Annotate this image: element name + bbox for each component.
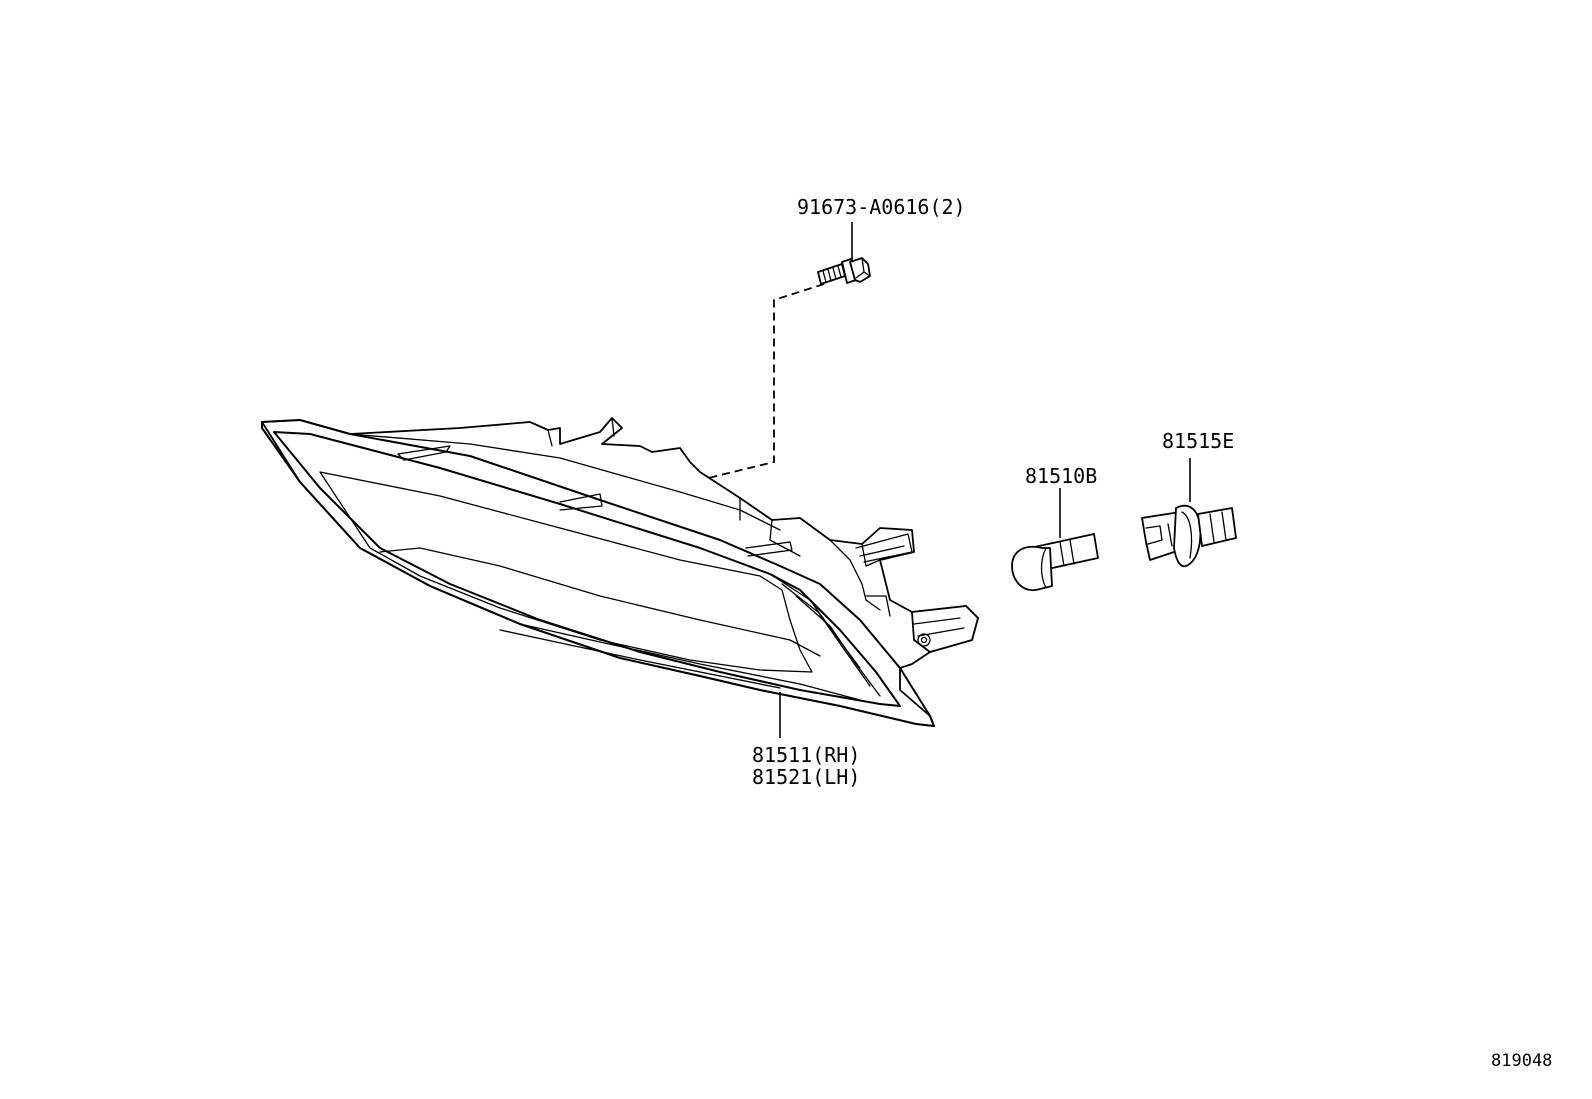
bulb-part-number[interactable]: 81510B [1025,464,1097,488]
bolt-part-number[interactable]: 91673-A0616(2) [797,195,966,219]
bulb-socket-icon[interactable] [1141,504,1237,568]
bolt-install-path [699,283,825,481]
socket-part-number[interactable]: 81515E [1162,429,1234,453]
figure-number: 819048 [1491,1051,1552,1071]
wedge-bulb-icon[interactable] [1011,533,1099,592]
lamp-part-number-rh[interactable]: 81511(RH) [752,743,860,767]
lamp-part-number-lh[interactable]: 81521(LH) [752,765,860,789]
flange-bolt-icon[interactable] [817,257,871,285]
rear-lamp-assembly-icon[interactable] [261,417,979,727]
